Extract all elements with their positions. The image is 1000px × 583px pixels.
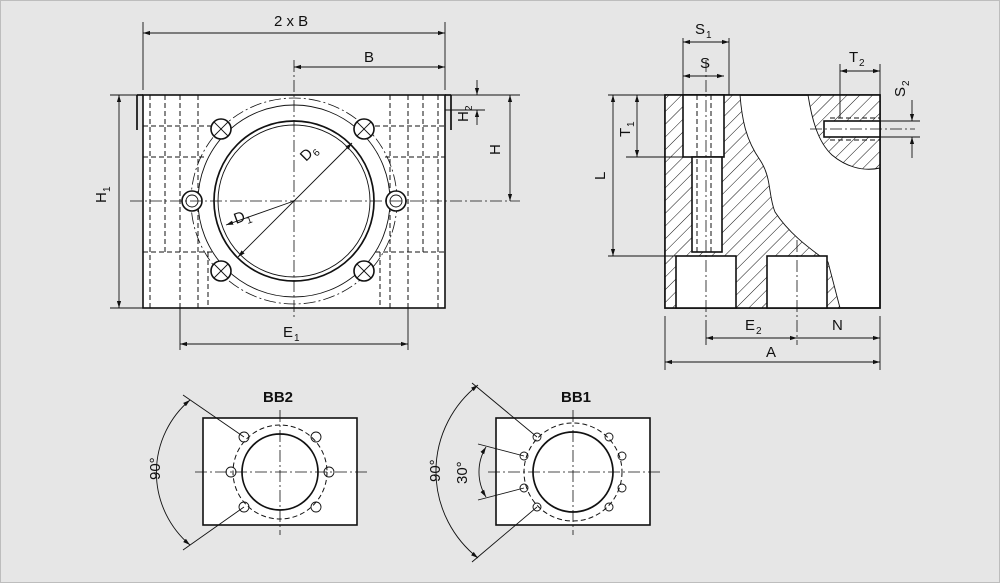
dim-D1-sub: 1 [245,214,254,226]
bb2-angle-label: 90° [147,457,164,480]
bb1-angle-inner-label: 30° [454,461,471,484]
bb2-holes [225,431,335,513]
dim-E1-sub: 1 [294,333,300,344]
dim-S2-sub: 2 [901,80,912,86]
bb2-view: BB2 90° [147,389,370,551]
bb1-angle-outer-label: 90° [427,459,444,482]
dim-H2-label: H [455,111,472,122]
dim-H1-label: H [93,192,110,203]
dim-S1-sub: 1 [706,30,712,41]
dim-E1-label: E [283,324,293,341]
dim-T1-sub: 1 [626,121,637,127]
dim-S1-label: S [695,21,705,38]
bb1-view: BB1 90° 30° [427,382,660,563]
dim-S-label: S [700,55,710,72]
dim-H1-sub: 1 [102,186,113,192]
side-view: S 1 S T 2 S 2 T 1 L E 2 N A [592,21,920,370]
bb1-title: BB1 [561,389,591,406]
dim-T2-label: T [849,49,858,66]
dim-L-label: L [592,172,609,180]
dim-B-label: B [364,49,374,66]
dim-N-label: N [832,317,843,334]
dim-H2-sub: 2 [464,105,475,111]
dim-T2-sub: 2 [859,58,865,69]
dim-2xB-label: 2 x B [274,13,308,30]
front-view: 2 x B B H 1 H 2 H D 6 D 1 E 1 [93,13,520,350]
dim-A-label: A [766,344,776,361]
dim-H-label: H [487,144,504,155]
dim-S2-label: S [892,87,909,97]
dim-E2-sub: 2 [756,326,762,337]
dim-E2-label: E [745,317,755,334]
bb1-holes [519,432,627,512]
bb2-title: BB2 [263,389,293,406]
dim-T1-label: T [617,128,634,137]
